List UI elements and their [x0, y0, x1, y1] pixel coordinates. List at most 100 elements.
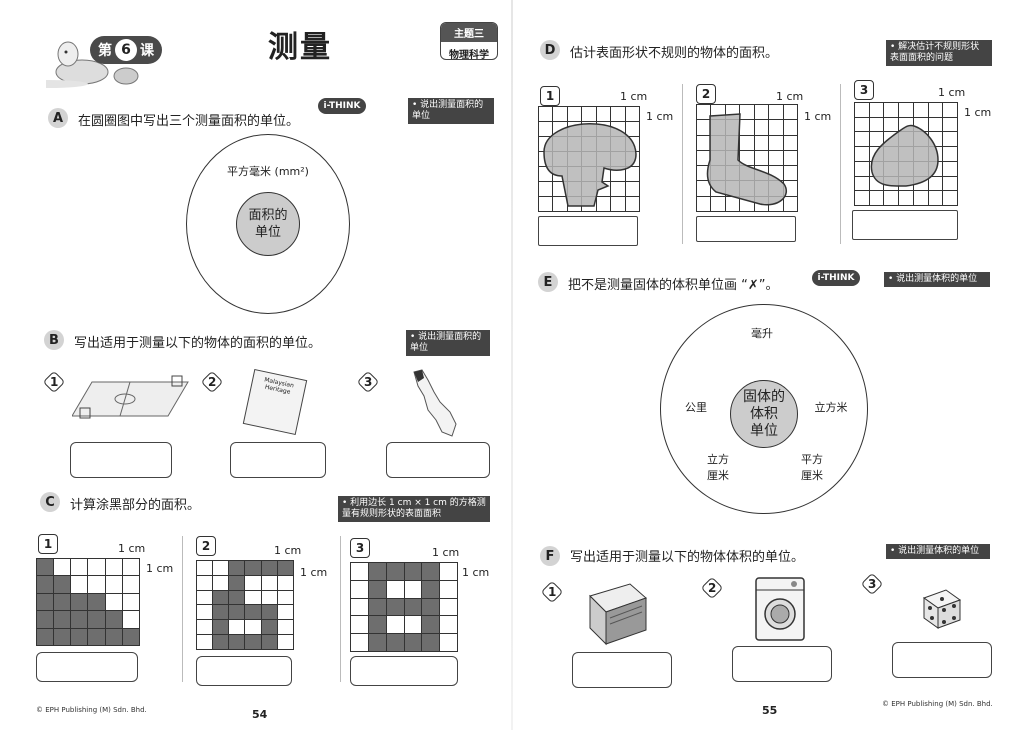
grid-cell: [943, 191, 958, 206]
center-line2: 单位: [254, 225, 281, 240]
c-answer-1-box[interactable]: [36, 652, 138, 682]
grid-cell: [783, 166, 798, 182]
page-gutter: [511, 0, 513, 730]
grid-cell: [625, 197, 640, 212]
grid-cell: [567, 107, 583, 122]
grid-cell: [229, 590, 246, 606]
grid-cell: [769, 105, 784, 121]
grid-cell: [245, 620, 262, 636]
section-f-letter: F: [540, 546, 560, 566]
d2-unit-top: 1 cm: [776, 90, 804, 103]
grid-cell: [37, 559, 55, 577]
unit-right[interactable]: 立方米: [814, 401, 848, 414]
grid-cell: [611, 197, 626, 212]
grid-cell: [386, 563, 405, 581]
d-answer-2-box[interactable]: [696, 216, 796, 242]
section-b-letter: B: [44, 330, 64, 350]
grid-cell: [368, 580, 387, 599]
grid-cell: [440, 580, 458, 599]
f-answer-3-box[interactable]: [892, 642, 992, 678]
f-answer-2-box[interactable]: [732, 646, 832, 682]
grid-cell: [783, 150, 798, 167]
mushroom-shape-icon: [543, 123, 637, 207]
example-unit: 平方毫米 (mm²): [227, 165, 309, 178]
c-answer-2-box[interactable]: [196, 656, 292, 686]
grid-cell: [88, 611, 106, 629]
d-item-3-number: 3: [854, 80, 874, 100]
grid-cell: [711, 196, 726, 212]
grid-cell: [122, 628, 140, 646]
grid-cell: [229, 620, 246, 636]
f-answer-1-box[interactable]: [572, 652, 672, 688]
unit-top[interactable]: 毫升: [751, 327, 773, 340]
grid-cell: [351, 616, 369, 635]
d-answer-3-box[interactable]: [852, 210, 958, 240]
grid-cell: [928, 191, 944, 206]
grid-cell: [440, 598, 458, 617]
grid-cell: [611, 182, 626, 197]
grid-cell: [611, 107, 626, 122]
grid-cell: [122, 611, 140, 629]
grid-cell: [783, 120, 798, 136]
b-answer-1-box[interactable]: [70, 442, 172, 478]
d3-unit-side: 1 cm: [964, 106, 992, 119]
b-answer-3-box[interactable]: [386, 442, 490, 478]
grid-cell: [71, 593, 89, 612]
grid-cell: [928, 176, 944, 192]
grid-cell: [54, 628, 72, 646]
c1-unit-top: 1 cm: [118, 542, 146, 555]
grid-cell: [440, 616, 458, 635]
d3-unit-top: 1 cm: [938, 86, 966, 99]
section-c-objective: • 利用边长 1 cm × 1 cm 的方格测量有规则形状的表面面积: [338, 496, 490, 522]
section-c-letter: C: [40, 492, 60, 512]
grid-cell: [422, 598, 441, 617]
section-a-objective: • 说出测量面积的单位: [408, 98, 494, 124]
grid-cell: [754, 150, 770, 167]
d-answer-1-box[interactable]: [538, 216, 638, 246]
c-answer-3-box[interactable]: [350, 656, 458, 686]
alpaca-mascot-icon: [46, 41, 139, 88]
d2-unit-side: 1 cm: [804, 110, 832, 123]
f-item-2-number: 2: [700, 576, 724, 600]
grid-cell: [740, 105, 755, 121]
section-b-instruction: 写出适用于测量以下的物体的面积的单位。: [74, 336, 322, 351]
grid-cell: [928, 117, 944, 133]
section-a-instruction: 在圆圈图中写出三个测量面积的单位。: [78, 114, 300, 129]
c-item-1-number: 1: [38, 534, 58, 554]
grid-cell: [54, 611, 72, 629]
grid-cell: [197, 561, 214, 576]
grid-cell: [105, 611, 123, 629]
grid-cell: [611, 167, 626, 182]
box-icon: [589, 583, 647, 646]
grid-cell: [404, 634, 423, 652]
right-copyright: © EPH Publishing (M) Sdn. Bhd.: [882, 700, 993, 708]
circle-map-center: 固体的体积单位: [730, 380, 798, 448]
grid-cell: [404, 598, 423, 617]
grid-cell: [213, 635, 230, 650]
grid-cell: [88, 593, 106, 612]
grid-cell: [71, 611, 89, 629]
unit-bottom-left[interactable]: 立方厘米: [707, 453, 729, 482]
grid-cell: [229, 575, 246, 591]
grid-cell: [740, 135, 755, 151]
grid-cell: [855, 147, 870, 162]
grid-cell: [54, 559, 72, 577]
f-item-1-number: 1: [540, 580, 564, 604]
grid-cell: [539, 122, 554, 137]
center-line2: 体积: [750, 405, 778, 422]
grid-cell: [769, 196, 784, 212]
section-f-instruction: 写出适用于测量以下的物体体积的单位。: [570, 550, 805, 565]
b-answer-2-box[interactable]: [230, 442, 326, 478]
grid-cell: [368, 563, 387, 581]
grid-cell: [71, 559, 89, 577]
grid-cell: [351, 634, 369, 652]
grid-cell: [596, 182, 612, 197]
grid-cell: [855, 191, 870, 206]
grid-cell: [697, 105, 712, 121]
section-e-objective: • 说出测量体积的单位: [884, 272, 990, 287]
grid-cell: [943, 176, 958, 192]
grid-cell: [245, 605, 262, 621]
unit-left[interactable]: 公里: [685, 401, 707, 414]
grid-cell: [869, 117, 885, 133]
unit-bottom-right[interactable]: 平方厘米: [801, 453, 823, 482]
